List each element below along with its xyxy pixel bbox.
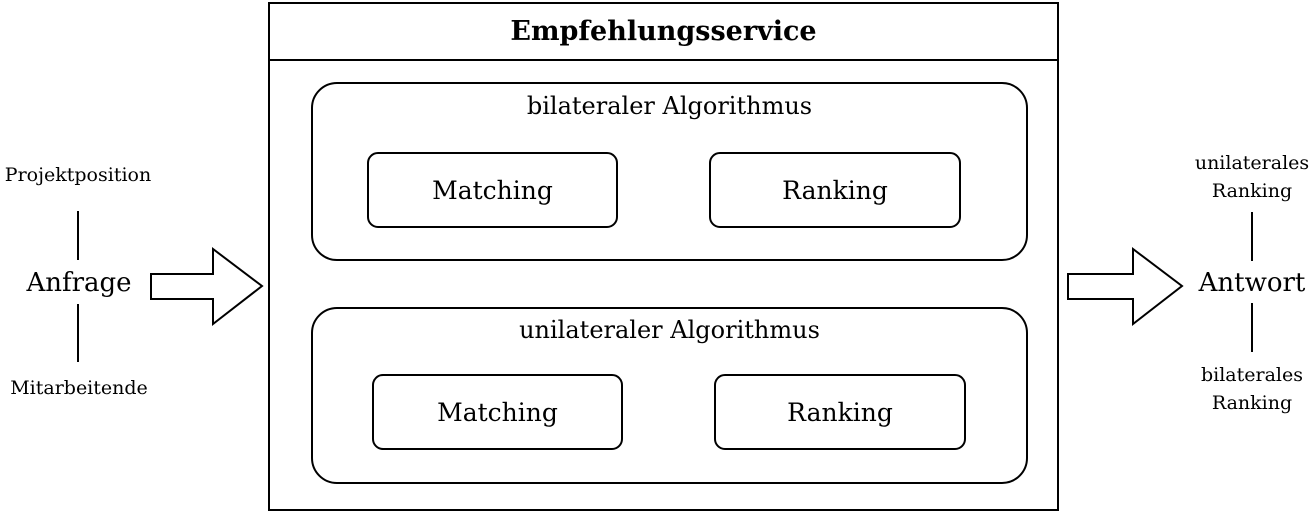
input-block-arrow (150, 246, 264, 327)
service-title: Empfehlungsservice (510, 16, 817, 47)
service-title-divider (270, 59, 1057, 61)
unilateral-ranking-box: Ranking (714, 374, 966, 450)
unilateral-algorithm-title: unilateraler Algorithmus (519, 316, 820, 344)
input-top-label: Projektposition (4, 164, 152, 186)
output-label: Antwort (1198, 268, 1306, 298)
output-top-label: unilaterales Ranking (1194, 152, 1310, 202)
input-bottom-label: Mitarbeitende (10, 377, 148, 399)
output-block-arrow (1067, 246, 1184, 327)
bilateral-ranking-box: Ranking (709, 152, 961, 228)
output-bottom-line (1251, 303, 1253, 352)
input-top-line (77, 211, 79, 260)
bilateral-algorithm-title: bilateraler Algorithmus (526, 92, 813, 120)
unilateral-matching-box: Matching (372, 374, 623, 450)
output-bottom-label: bilaterales Ranking (1200, 364, 1303, 414)
input-label: Anfrage (26, 268, 132, 298)
output-top-line (1251, 212, 1253, 261)
bilateral-matching-box: Matching (367, 152, 618, 228)
input-bottom-line (77, 304, 79, 362)
